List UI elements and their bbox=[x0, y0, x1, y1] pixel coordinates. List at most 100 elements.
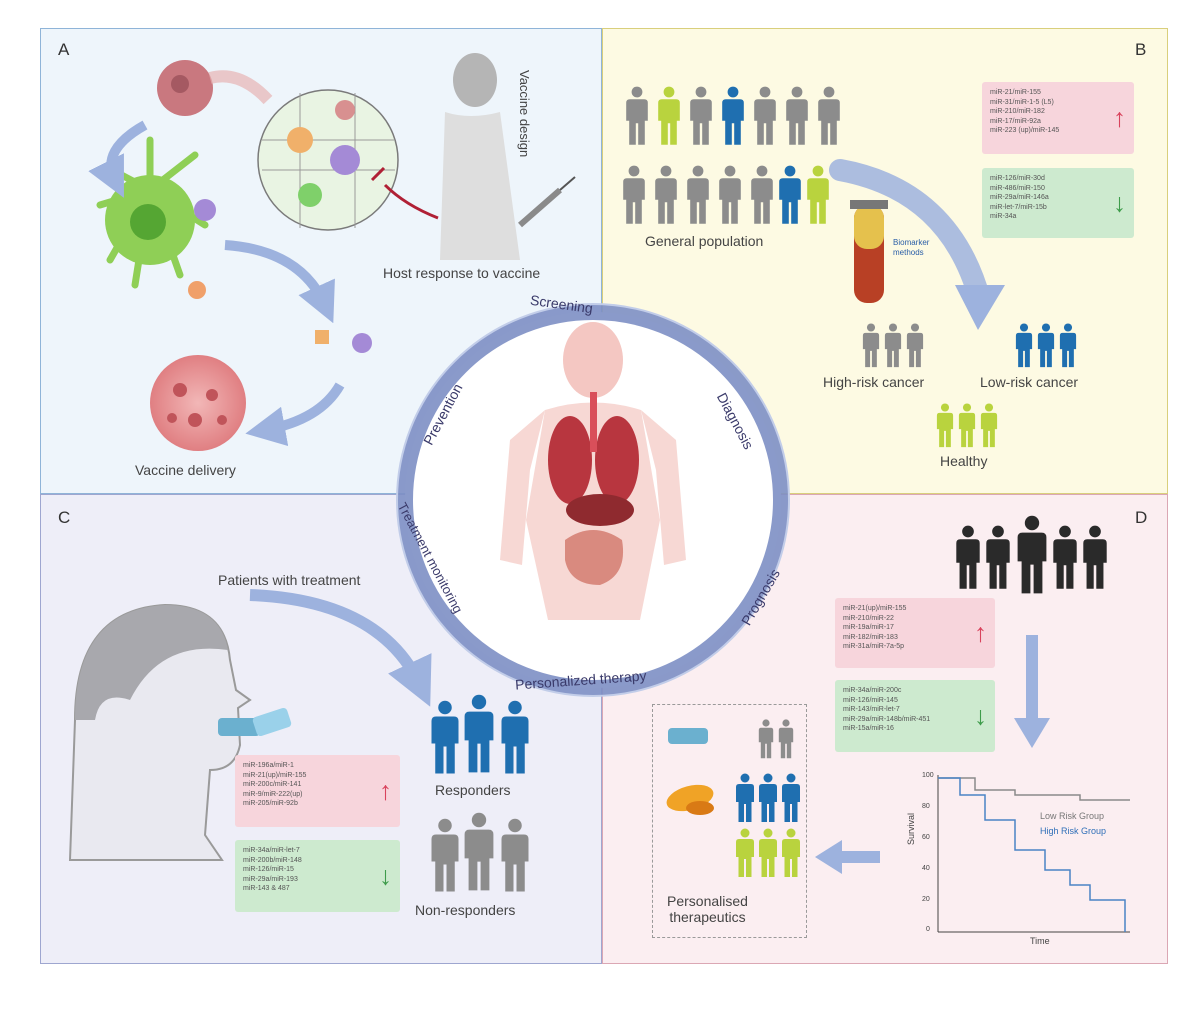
mirna-line: miR-205/miR-92b bbox=[243, 800, 298, 807]
flow-arrow bbox=[249, 589, 432, 707]
mirna-line: miR-486/miR-150 bbox=[990, 184, 1045, 192]
mirna-line: miR-126/miR-30d bbox=[990, 175, 1045, 182]
low-risk-group bbox=[1015, 323, 1077, 368]
blood-tube-icon bbox=[850, 200, 888, 303]
mirna-line: miR-196a/miR-1 bbox=[243, 762, 294, 769]
down-arrow-icon: ↓ bbox=[974, 700, 987, 731]
mirna-line: miR-34a/miR-let-7 bbox=[243, 847, 300, 854]
mirna-line: miR-21/miR-155 bbox=[990, 89, 1041, 96]
mirna-line: miR-21(up)/miR-155 bbox=[243, 771, 307, 779]
mirna-line: miR-34a bbox=[990, 213, 1017, 220]
mirna-line: miR-19a/miR-17 bbox=[843, 624, 894, 631]
downregulated-box-d: miR-34a/miR-200c miR-126/miR-145 miR-143… bbox=[835, 680, 995, 752]
high-risk-group bbox=[862, 323, 924, 368]
mirna-line: miR-31/miR-1-5 (L5) bbox=[990, 98, 1054, 106]
mirna-line: miR-9/miR-222(up) bbox=[243, 790, 303, 798]
mirna-line: miR-126/miR-145 bbox=[843, 696, 898, 704]
responders-label: Responders bbox=[435, 782, 511, 798]
cycle-arrow bbox=[224, 240, 335, 324]
mirna-line: miR-143 & 487 bbox=[243, 885, 290, 892]
flow-arrowhead bbox=[955, 285, 1005, 330]
general-population-row1 bbox=[626, 86, 840, 145]
high-risk-curve bbox=[938, 777, 1126, 932]
km-ytick: 80 bbox=[922, 803, 930, 810]
km-ytick: 40 bbox=[922, 865, 930, 872]
km-ylabel: Survival bbox=[906, 812, 916, 845]
tumor-cell-icon bbox=[157, 60, 213, 116]
cycle-arrow bbox=[245, 382, 345, 447]
flow-arrowhead bbox=[1014, 718, 1050, 748]
biomarker-label: Biomarker methods bbox=[893, 238, 930, 257]
mirna-line: miR-17/miR-92a bbox=[990, 117, 1041, 125]
mirna-line: miR-126/miR-15 bbox=[243, 866, 294, 873]
mirna-line: miR-34a/miR-200c bbox=[843, 687, 902, 694]
vaccine-delivery-label: Vaccine delivery bbox=[135, 462, 236, 478]
km-ytick: 100 bbox=[922, 772, 934, 779]
patient-cohort-group bbox=[956, 515, 1107, 594]
low-risk-curve bbox=[938, 777, 1130, 801]
patient-head-icon bbox=[68, 603, 252, 861]
panel-label-c: C bbox=[58, 508, 71, 527]
syringe-icon bbox=[518, 176, 576, 228]
mirna-line: miR-200b/miR-148 bbox=[243, 856, 302, 864]
mirna-line: miR-15a/miR-16 bbox=[843, 725, 894, 732]
healthy-label: Healthy bbox=[940, 453, 988, 469]
mirna-line: miR-210/miR-22 bbox=[843, 614, 894, 622]
antigen-icon bbox=[315, 330, 329, 344]
responders-group bbox=[431, 694, 529, 774]
mirna-line: miR-223 (up)/miR-145 bbox=[990, 127, 1060, 134]
km-ytick: 0 bbox=[926, 926, 930, 933]
vaccine-design-label: Vaccine design bbox=[517, 70, 532, 158]
panel-label-b: B bbox=[1135, 40, 1147, 59]
mirna-line: miR-200c/miR-141 bbox=[243, 781, 302, 788]
mirna-line: miR-let-7/miR-15b bbox=[990, 203, 1047, 211]
tumor-icon bbox=[150, 355, 246, 451]
down-arrow-icon: ↓ bbox=[379, 860, 392, 891]
dendritic-cell-icon bbox=[96, 136, 216, 299]
panel-label-a: A bbox=[58, 40, 70, 59]
downregulated-box-b: miR-126/miR-30d miR-486/miR-150 miR-29a/… bbox=[982, 168, 1134, 238]
pills-icon bbox=[666, 784, 714, 815]
human-anatomy-icon bbox=[500, 322, 686, 620]
host-response-label: Host response to vaccine bbox=[383, 265, 541, 281]
km-ytick: 20 bbox=[922, 896, 930, 903]
personalised-therapeutics-box bbox=[652, 704, 807, 938]
upregulated-box-c: miR-196a/miR-1 miR-21(up)/miR-155 miR-20… bbox=[235, 755, 400, 827]
high-risk-label: High-risk cancer bbox=[823, 374, 925, 390]
upregulated-box-b: miR-21/miR-155 miR-31/miR-1-5 (L5) miR-2… bbox=[982, 82, 1134, 154]
antigen-icon bbox=[352, 333, 372, 353]
km-xlabel: Time bbox=[1030, 936, 1050, 946]
mirna-line: miR-31a/miR-7a-5p bbox=[843, 643, 905, 650]
patients-treatment-label: Patients with treatment bbox=[218, 572, 361, 588]
non-responders-group bbox=[431, 812, 529, 892]
inhibition-arrow bbox=[383, 183, 439, 220]
survival-plot bbox=[937, 775, 1130, 933]
up-arrow-icon: ↑ bbox=[379, 775, 392, 806]
healthy-group bbox=[936, 403, 998, 448]
up-arrow-icon: ↑ bbox=[974, 617, 987, 648]
km-ytick: 60 bbox=[922, 834, 930, 841]
inhaler-therapy-icon bbox=[668, 728, 708, 744]
low-risk-label: Low-risk cancer bbox=[980, 374, 1079, 390]
general-population-row2 bbox=[623, 165, 829, 224]
km-legend-high: High Risk Group bbox=[1040, 826, 1107, 836]
flow-arrow bbox=[829, 159, 991, 311]
mirna-line: miR-29a/miR-148b/miR-451 bbox=[843, 715, 931, 723]
non-responders-label: Non-responders bbox=[415, 902, 516, 918]
km-legend-low: Low Risk Group bbox=[1040, 811, 1105, 821]
mirna-line: miR-143/miR-let-7 bbox=[843, 706, 900, 713]
inhaler-icon bbox=[218, 707, 292, 737]
cycle-arrow bbox=[88, 120, 148, 198]
up-arrow-icon: ↑ bbox=[1113, 102, 1126, 133]
panel-label-d: D bbox=[1135, 508, 1148, 527]
mirna-line: miR-21(up)/miR-155 bbox=[843, 605, 907, 612]
vaccine-nanoparticle-icon bbox=[257, 89, 399, 231]
personalised-therapeutics-label: Personalised therapeutics bbox=[667, 893, 748, 925]
general-population-label: General population bbox=[645, 233, 764, 249]
mirna-line: miR-182/miR-183 bbox=[843, 633, 898, 641]
mirna-line: miR-29a/miR-146a bbox=[990, 194, 1049, 201]
mirna-line: miR-29a/miR-193 bbox=[243, 875, 298, 883]
flow-arrowhead bbox=[815, 840, 842, 874]
downregulated-box-c: miR-34a/miR-let-7 miR-200b/miR-148 miR-1… bbox=[235, 840, 400, 912]
